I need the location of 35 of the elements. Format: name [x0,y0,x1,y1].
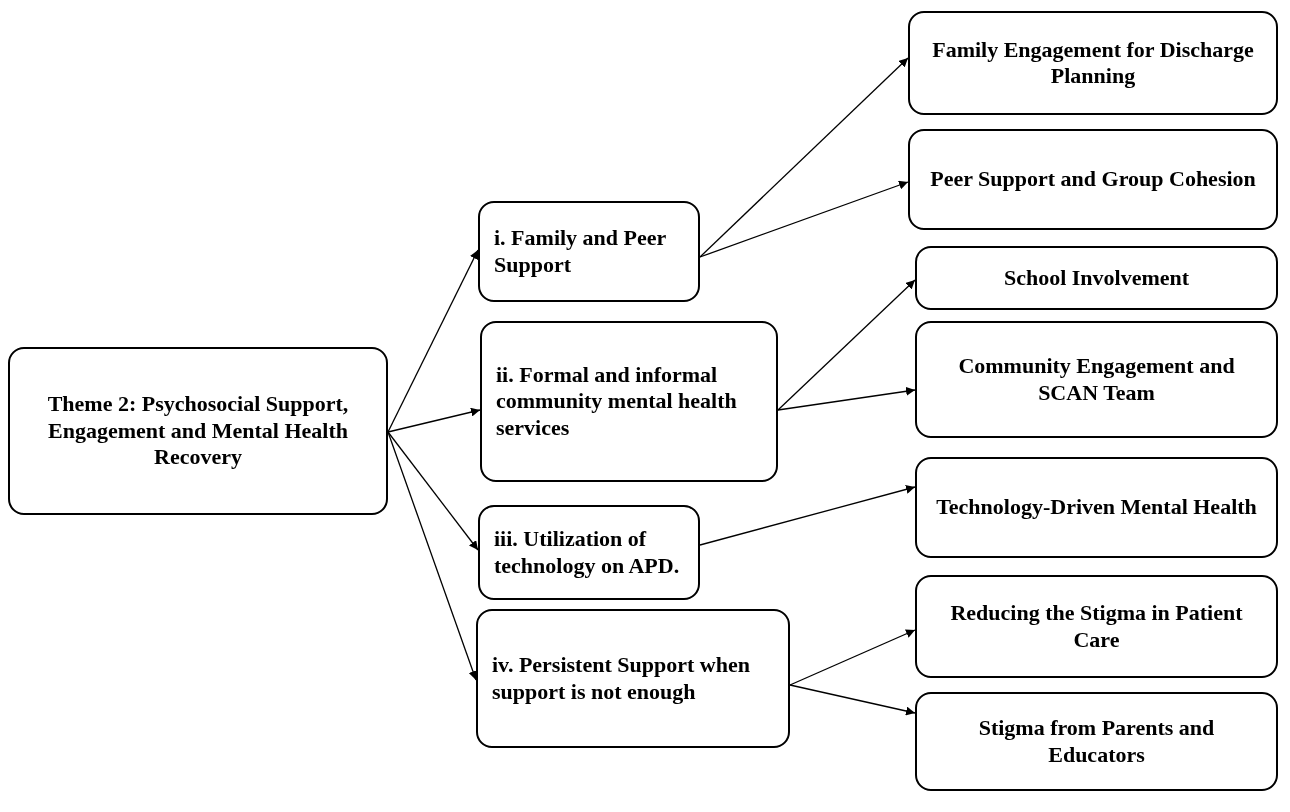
box-label: Family Engagement for Discharge Planning [931,36,1255,90]
topic-box [908,11,1278,115]
arrow [387,249,479,433]
box-label: iv. Persistent Support when support is not enough [492,652,751,705]
topic-box [478,505,700,600]
box-label: Stigma from Parents and Educators [977,715,1216,768]
arrow [777,279,916,411]
arrow [387,431,479,551]
box-label: Reducing the Stigma in Patient Care [949,600,1244,653]
arrow [699,57,909,258]
topic-box [480,321,778,482]
topic-box [915,246,1278,310]
box-label: Peer Support and Group Cohesion [930,166,1256,193]
box-label: ii. Formal and informal community mental health services [496,361,738,442]
arrow [789,684,916,716]
box-label: iii. Utilization of technology on APD. [494,526,681,579]
topic-box [8,347,388,515]
box-label: Theme 2: Psychosocial Support, Engagement and Mental Health Recovery [46,391,350,471]
topic-box [915,692,1278,791]
topic-box [476,609,790,748]
topic-box [478,201,700,302]
topic-box [908,129,1278,230]
arrow [387,431,478,681]
box-label: Technology-Driven Mental Health [936,494,1257,521]
arrow [387,407,481,433]
box-label: Community Engagement and SCAN Team [957,353,1236,406]
topic-box [915,457,1278,558]
topic-box [915,321,1278,438]
arrow [699,485,916,546]
arrow [699,180,909,258]
arrow [789,629,916,686]
box-label: School Involvement [1003,264,1190,292]
box-label: i. Family and Peer Support [494,225,667,278]
arrow [777,386,916,411]
topic-box [915,575,1278,678]
